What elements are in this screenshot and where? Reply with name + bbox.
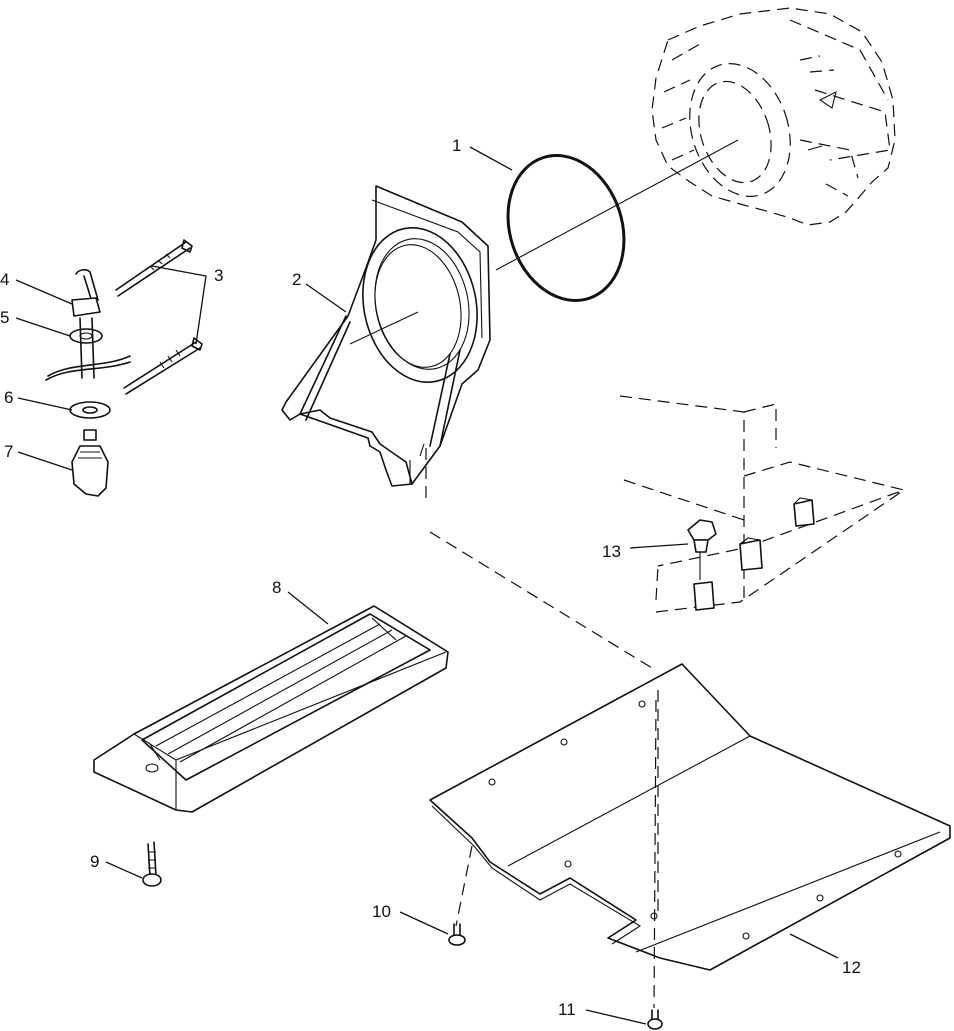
callout-6: 6 [4,388,13,407]
water-fitting-assembly [45,269,131,497]
callout-2: 2 [292,270,301,289]
callout-labels: 1 2 3 4 5 6 7 8 9 10 11 12 13 [0,136,861,1019]
hull-section [619,395,907,613]
callout-8: 8 [272,578,281,597]
bolt-10 [448,923,466,946]
leader-lines [15,146,839,1025]
callout-12: 12 [842,958,861,977]
plate-alignment-line [429,531,653,669]
intake-adapter-plate [281,185,491,487]
bolt-10-line [455,845,473,927]
bolt-9 [142,841,162,887]
callout-3: 3 [214,266,223,285]
ride-plate [93,605,449,813]
pump-housing [651,7,896,226]
callout-7: 7 [4,442,13,461]
callout-11: 11 [558,1000,576,1019]
bolt-11 [647,1009,663,1030]
callout-9: 9 [90,852,99,871]
callout-1: 1 [452,136,461,155]
drain-plug [687,519,717,580]
callout-13: 13 [602,542,621,561]
skid-plate [429,663,951,971]
callout-4: 4 [0,270,9,289]
o-ring [506,154,626,302]
long-screws [115,239,203,395]
bolt-11-line [653,699,657,1009]
callout-10: 10 [372,902,391,921]
callout-5: 5 [0,308,9,327]
